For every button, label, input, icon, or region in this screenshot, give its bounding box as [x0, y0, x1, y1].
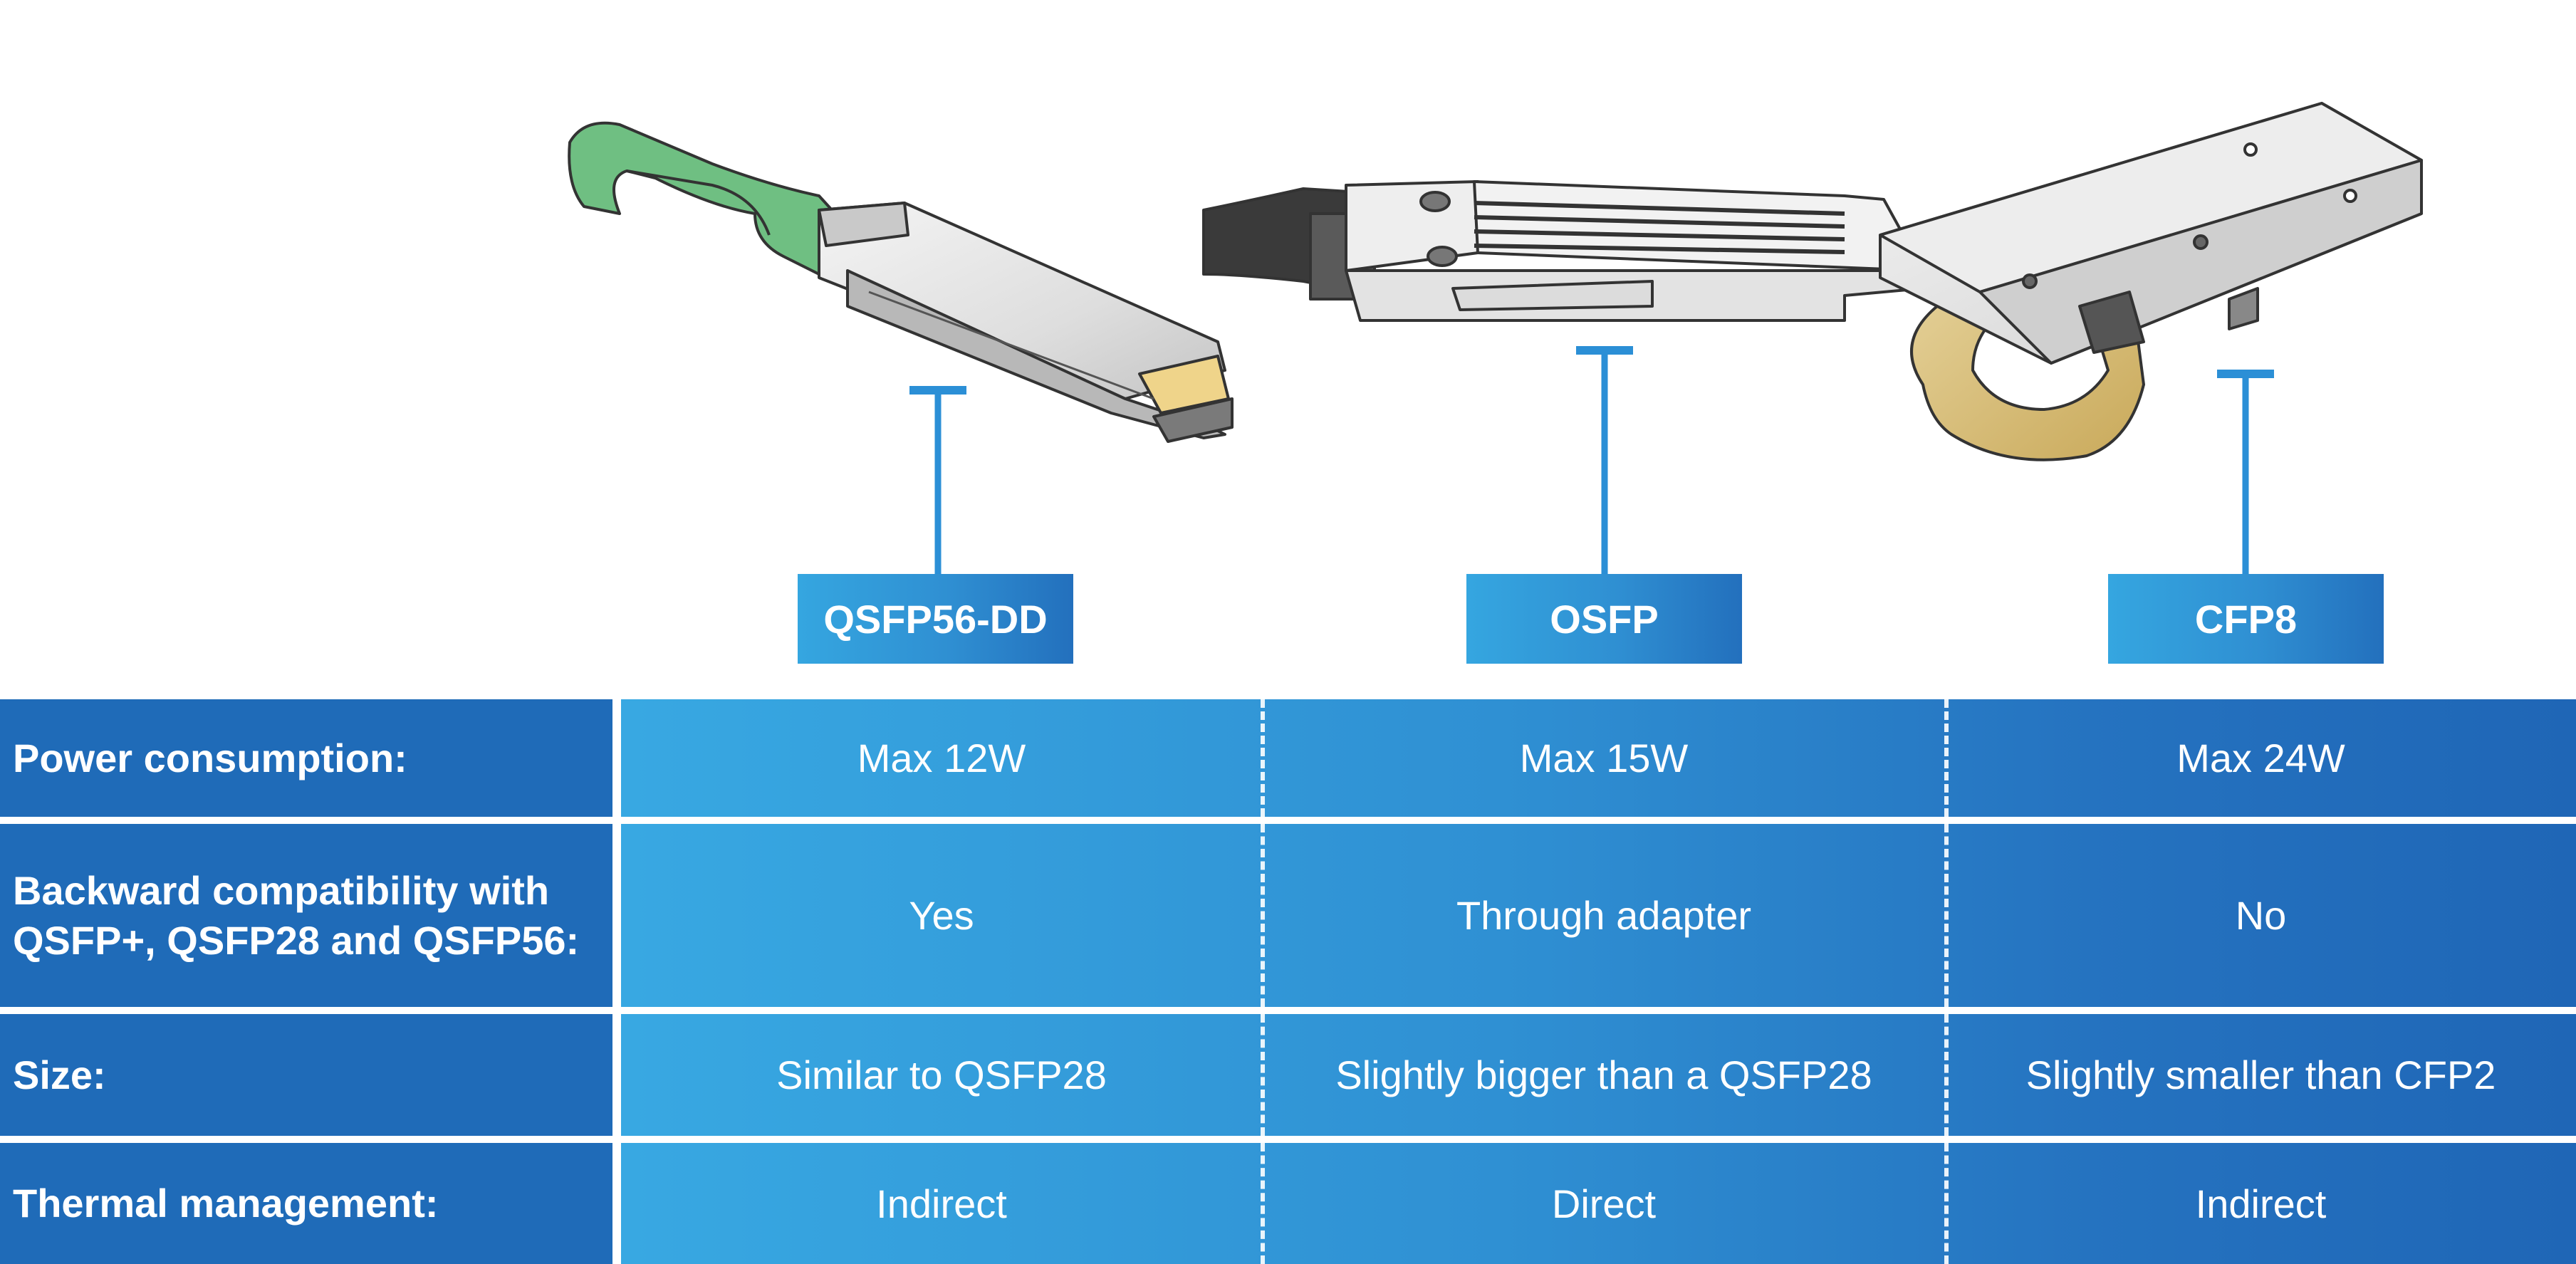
table-cell: No: [2235, 893, 2287, 938]
row-label: Power consumption:: [0, 699, 612, 817]
row-values: Similar to QSFP28 Slightly bigger than a…: [621, 1014, 2576, 1136]
module-label-qsfp56-dd: QSFP56-DD: [798, 574, 1073, 664]
row-label: Backward compatibility with QSFP+, QSFP2…: [0, 824, 612, 1007]
column-divider: [1944, 1143, 1949, 1264]
table-cell: Max 12W: [857, 736, 1026, 780]
table-row-thermal-management: Thermal management: Indirect Direct Indi…: [0, 1143, 2576, 1264]
table-cell: Slightly smaller than CFP2: [2025, 1053, 2496, 1097]
module-label-cfp8: CFP8: [2108, 574, 2384, 664]
column-divider: [1261, 824, 1265, 1007]
osfp-module-illustration: [1202, 180, 1924, 322]
table-cell: Yes: [909, 893, 974, 938]
column-divider: [1261, 1014, 1265, 1136]
table-cell: Indirect: [876, 1181, 1007, 1226]
row-values: Indirect Direct Indirect: [621, 1143, 2576, 1264]
comparison-table: Power consumption: Max 12W Max 15W Max 2…: [0, 699, 2576, 1264]
table-cell: Through adapter: [1456, 893, 1752, 938]
green-pull-tab: [568, 121, 856, 279]
row-label: Size:: [0, 1014, 612, 1136]
column-divider: [1261, 699, 1265, 817]
row-values: Max 12W Max 15W Max 24W: [621, 699, 2576, 817]
table-cell: Max 24W: [2176, 736, 2345, 780]
table-cell: Direct: [1551, 1181, 1657, 1226]
column-divider: [1944, 824, 1949, 1007]
row-values: Yes Through adapter No: [621, 824, 2576, 1007]
row-label: Thermal management:: [0, 1143, 612, 1264]
qsfp56-dd-module-illustration: [568, 121, 1234, 443]
column-divider: [1944, 699, 1949, 817]
table-cell: Slightly bigger than a QSFP28: [1335, 1053, 1872, 1097]
cfp8-module-illustration: [1879, 102, 2423, 461]
module-label-osfp: OSFP: [1466, 574, 1742, 664]
column-divider: [1261, 1143, 1265, 1264]
table-row-size: Size: Similar to QSFP28 Slightly bigger …: [0, 1014, 2576, 1136]
column-divider: [1944, 1014, 1949, 1136]
table-cell: Similar to QSFP28: [776, 1053, 1107, 1097]
table-cell: Max 15W: [1519, 736, 1689, 780]
table-row-backward-compatibility: Backward compatibility with QSFP+, QSFP2…: [0, 824, 2576, 1007]
table-cell: Indirect: [2195, 1181, 2327, 1226]
table-row-power-consumption: Power consumption: Max 12W Max 15W Max 2…: [0, 699, 2576, 817]
